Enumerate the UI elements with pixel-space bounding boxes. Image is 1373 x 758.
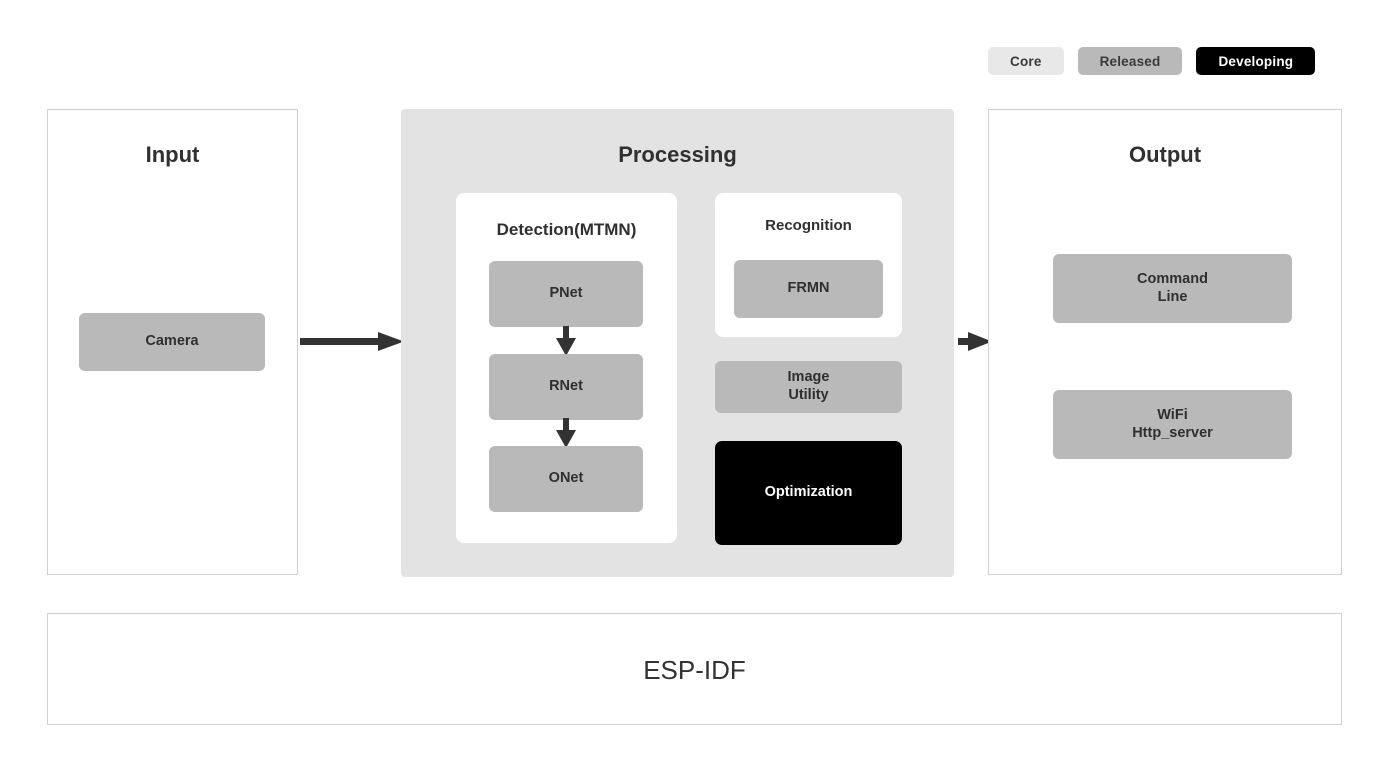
input-to-processing-arrow [300, 332, 404, 351]
legend: Core Released Developing [988, 47, 1316, 75]
processing-to-output-arrow [958, 332, 992, 351]
legend-chip-core[interactable]: Core [988, 47, 1064, 75]
node-camera[interactable]: Camera [79, 313, 265, 371]
card-recognition-title: Recognition [765, 217, 852, 234]
panel-esp-idf-title: ESP-IDF [643, 655, 746, 685]
panel-processing-title: Processing [618, 142, 737, 167]
node-wifi-http-server[interactable]: WiFi Http_server [1053, 390, 1292, 459]
panel-output-title: Output [1128, 142, 1202, 167]
panel-output [988, 109, 1342, 575]
node-rnet[interactable]: RNet [489, 354, 643, 420]
node-optimization[interactable]: Optimization [715, 441, 902, 545]
card-detection-title: Detection(MTMN) [496, 220, 637, 239]
node-frmn[interactable]: FRMN [734, 260, 883, 318]
legend-chip-developing[interactable]: Developing [1196, 47, 1316, 75]
node-pnet[interactable]: PNet [489, 261, 643, 327]
rnet-to-onet-arrow [556, 418, 576, 448]
pnet-to-rnet-arrow [556, 326, 576, 356]
panel-input-title: Input [145, 142, 200, 167]
panel-esp-idf [47, 613, 1342, 725]
node-command-line[interactable]: Command Line [1053, 254, 1292, 323]
node-onet[interactable]: ONet [489, 446, 643, 512]
legend-chip-released[interactable]: Released [1077, 47, 1183, 75]
node-image-utility[interactable]: Image Utility [715, 361, 902, 413]
